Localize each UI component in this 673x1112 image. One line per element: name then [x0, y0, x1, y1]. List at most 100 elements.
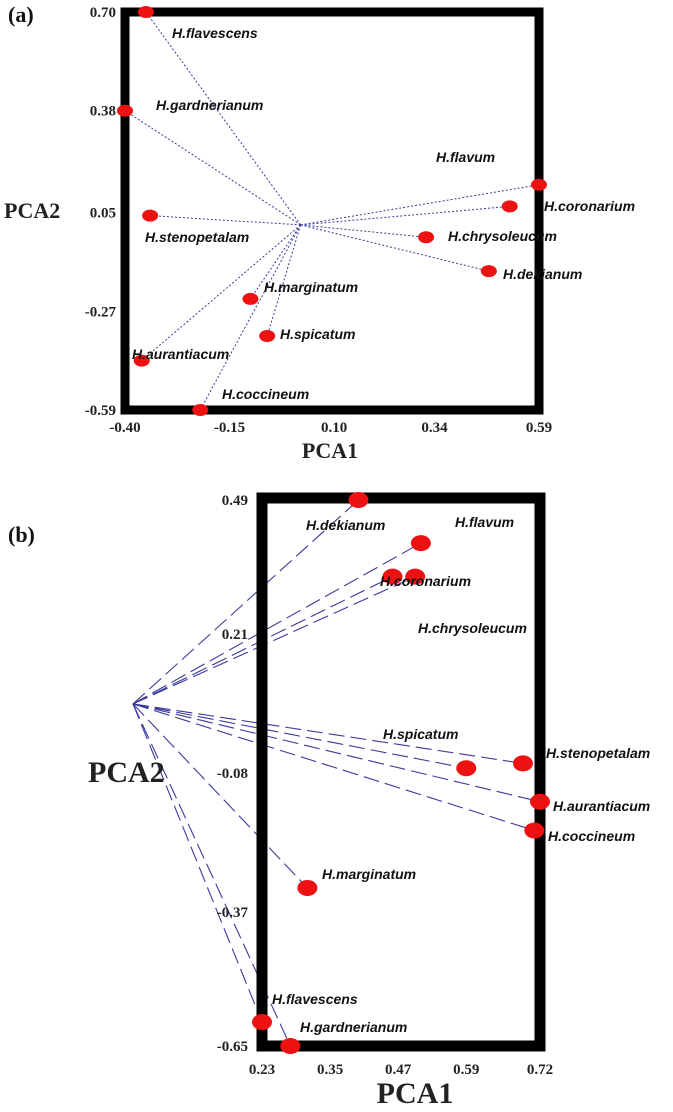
point-aurantiacum — [530, 793, 550, 810]
y-tick-label: -0.27 — [85, 304, 117, 320]
label-stenopetalam: H.stenopetalam — [546, 745, 650, 761]
point-flavescens — [252, 1014, 272, 1031]
point-flavum — [531, 178, 547, 191]
point-spicatum — [456, 760, 477, 777]
label-dekianum: H.dekianum — [503, 266, 582, 282]
vector-aurantiacum — [132, 703, 541, 803]
label-flavescens: H.flavescens — [172, 25, 258, 41]
vector-stenopetalam — [132, 703, 524, 764]
label-chrysoleucum: H.chrysoleucum — [448, 228, 557, 244]
y-tick-label: 0.49 — [222, 493, 248, 509]
point-gardnerianum — [117, 104, 133, 117]
panel-b-y-ticks: 0.49 0.21 -0.08 -0.37 -0.65 — [217, 493, 249, 1055]
point-stenopetalam — [512, 755, 533, 772]
y-tick-label: 0.05 — [90, 206, 116, 222]
vector-spicatum — [266, 224, 302, 337]
panel-a-point-labels: H.flavescensH.gardnerianumH.stenopetalam… — [132, 25, 635, 402]
vector-spicatum — [132, 703, 467, 769]
label-flavescens: H.flavescens — [272, 991, 358, 1007]
point-coccineum — [524, 822, 545, 839]
point-chrysoleucum — [405, 568, 426, 585]
label-coccineum: H.coccineum — [222, 386, 309, 402]
point-stenopetalam — [142, 209, 159, 222]
point-coccineum — [192, 404, 209, 416]
vector-marginatum — [250, 224, 302, 300]
label-stenopetalam: H.stenopetalam — [145, 229, 249, 245]
panel-a-x-ticks: -0.40 -0.15 0.10 0.34 0.59 — [109, 420, 552, 436]
vector-flavescens — [132, 703, 263, 1023]
x-tick-label: -0.40 — [109, 420, 140, 436]
x-tick-label: 0.47 — [385, 1062, 412, 1078]
x-tick-label: 0.34 — [421, 420, 448, 436]
point-gardnerianum — [280, 1038, 301, 1054]
vector-coronarium — [300, 205, 510, 226]
vector-gardnerianum — [124, 110, 301, 226]
point-coronarium — [501, 200, 518, 213]
label-spicatum: H.spicatum — [280, 326, 355, 342]
x-tick-label: 0.35 — [317, 1062, 343, 1078]
label-flavum: H.flavum — [455, 514, 514, 530]
point-marginatum — [297, 879, 318, 896]
label-flavum: H.flavum — [436, 149, 495, 165]
point-flavum — [410, 535, 431, 552]
panel-a-label: (a) — [8, 2, 34, 27]
point-dekianum — [480, 265, 497, 278]
label-coronarium: H.coronarium — [380, 573, 471, 589]
point-coronarium — [382, 568, 403, 585]
vector-chrysoleucum — [132, 576, 416, 705]
label-aurantiacum: H.aurantiacum — [132, 346, 229, 362]
x-tick-label: 0.59 — [453, 1062, 479, 1078]
point-marginatum — [242, 292, 259, 305]
label-coronarium: H.coronarium — [544, 198, 635, 214]
panel-b-x-axis-title: PCA1 — [377, 1077, 454, 1110]
y-tick-label: -0.59 — [85, 403, 116, 419]
y-tick-label: 0.21 — [222, 627, 248, 643]
x-tick-label: 0.59 — [526, 420, 552, 436]
y-tick-label: -0.37 — [217, 905, 249, 921]
vector-flavum — [300, 184, 540, 226]
panel-b-point-labels: H.dekianum H.flavumH.coronariumH.chrysole… — [272, 514, 650, 1035]
y-tick-label: -0.08 — [217, 766, 248, 782]
label-aurantiacum: H.aurantiacum — [553, 798, 650, 814]
panel-a-frame — [120, 7, 544, 415]
label-marginatum: H.marginatum — [322, 866, 416, 882]
vector-dekianum — [300, 224, 489, 272]
vector-coccineum — [199, 224, 302, 411]
vector-flavum — [132, 542, 422, 705]
label-marginatum: H.marginatum — [264, 279, 358, 295]
panel-a-x-axis-title: PCA1 — [302, 438, 358, 463]
y-tick-label: 0.38 — [90, 104, 116, 120]
label-coccineum: H.coccineum — [548, 828, 635, 844]
label-dekianum: H.dekianum — [306, 517, 385, 533]
label-gardnerianum: H.gardnerianum — [300, 1019, 407, 1035]
label-gardnerianum: H.gardnerianum — [156, 97, 263, 113]
y-tick-label: -0.65 — [217, 1039, 248, 1055]
panel-a-y-ticks: 0.700.380.05-0.27-0.59 — [85, 5, 117, 419]
panel-b-label: (b) — [8, 522, 35, 547]
vector-flavescens — [145, 11, 302, 226]
panel-b-vectors — [132, 499, 541, 1047]
x-tick-label: -0.15 — [214, 420, 245, 436]
point-flavescens — [137, 6, 154, 18]
point-dekianum — [348, 492, 369, 508]
panel-b-y-axis-title: PCA2 — [88, 756, 165, 789]
vector-coccineum — [132, 703, 535, 831]
x-tick-label: 0.23 — [249, 1062, 275, 1078]
vector-marginatum — [132, 703, 308, 889]
point-aurantiacum — [133, 354, 150, 367]
panel-a-y-axis-title: PCA2 — [4, 198, 60, 223]
x-tick-label: 0.10 — [321, 420, 347, 436]
panel-a-points — [117, 6, 547, 416]
point-chrysoleucum — [418, 231, 435, 244]
label-spicatum: H.spicatum — [383, 726, 458, 742]
point-spicatum — [259, 329, 276, 342]
vector-stenopetalam — [150, 215, 301, 226]
panel-b-frame — [256, 492, 546, 1052]
panel-a-vectors — [124, 11, 540, 411]
panel-b-points — [252, 492, 550, 1054]
label-chrysoleucum: H.chrysoleucum — [418, 620, 527, 636]
